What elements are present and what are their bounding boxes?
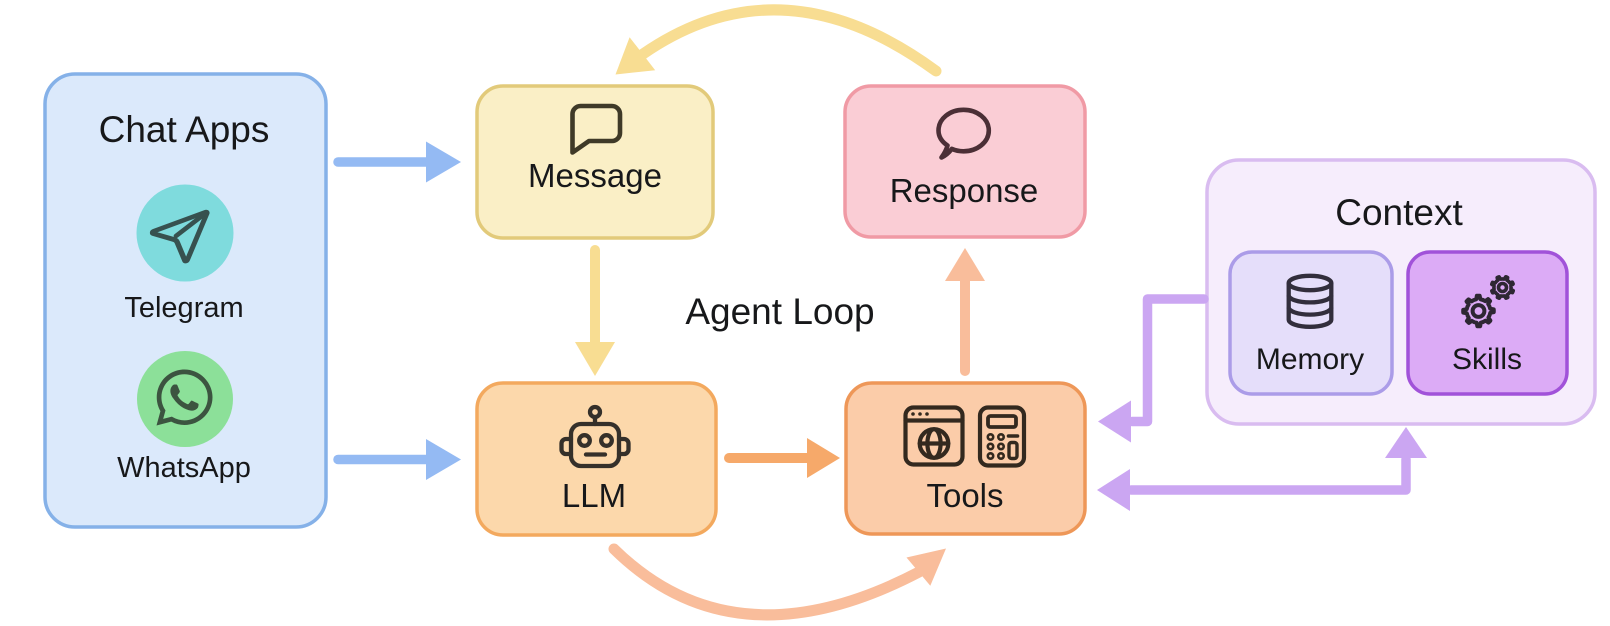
- svg-text:LLM: LLM: [562, 477, 626, 514]
- svg-text:Response: Response: [890, 172, 1039, 209]
- svg-text:WhatsApp: WhatsApp: [117, 452, 251, 484]
- svg-text:Context: Context: [1335, 192, 1463, 233]
- svg-text:Message: Message: [528, 157, 662, 194]
- svg-text:Agent Loop: Agent Loop: [685, 291, 874, 332]
- svg-text:Tools: Tools: [926, 477, 1003, 514]
- svg-text:Memory: Memory: [1256, 343, 1364, 376]
- svg-text:Telegram: Telegram: [124, 292, 243, 324]
- svg-text:Skills: Skills: [1452, 343, 1522, 376]
- svg-text:Chat Apps: Chat Apps: [99, 109, 270, 150]
